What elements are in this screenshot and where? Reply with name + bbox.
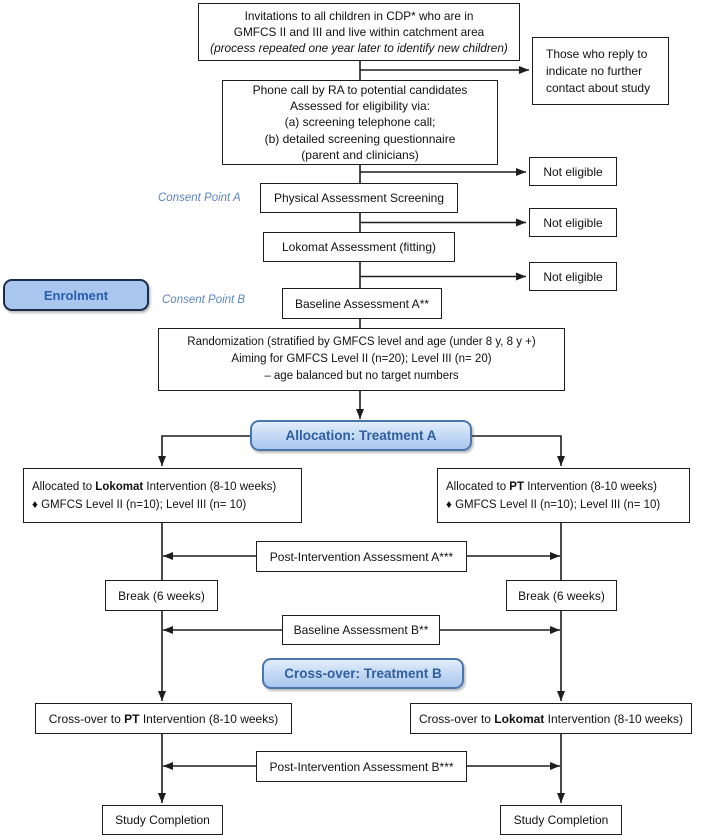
baseline-b-label: Baseline Assessment B**: [293, 623, 429, 637]
break-left-label: Break (6 weeks): [118, 588, 205, 603]
invitation-line1: Invitations to all children in CDP* who …: [244, 9, 474, 23]
lokomat-fitting-label: Lokomat Assessment (fitting): [281, 240, 437, 254]
not-eligible-box-3: Not eligible: [529, 262, 617, 291]
post-intervention-a-box: Post-Intervention Assessment A***: [256, 541, 467, 572]
randomization-line2: Aiming for GMFCS Level II (n=20); Level …: [231, 353, 492, 365]
allocated-pt-box: Allocated to PT Intervention (8-10 weeks…: [437, 468, 690, 523]
physical-assessment-label: Physical Assessment Screening: [273, 191, 445, 205]
consent-point-b-label: Consent Point B: [162, 294, 246, 306]
randomization-line1: Randomization (stratified by GMFCS level…: [187, 336, 536, 348]
allocated-pt-line1: Allocated to PT Intervention (8-10 weeks…: [446, 480, 657, 493]
post-intervention-a-label: Post-Intervention Assessment A***: [269, 549, 454, 564]
allocated-lokomat-box: Allocated to Lokomat Intervention (8-10 …: [23, 468, 302, 523]
not-eligible-label-2: Not eligible: [543, 215, 603, 230]
phone-line2: Assessed for eligibility via:: [289, 99, 431, 114]
phone-line4: (b) detailed screening questionnaire: [264, 131, 456, 146]
post-intervention-b-label: Post-Intervention Assessment B***: [269, 759, 454, 774]
enrolment-badge: Enrolment: [3, 279, 149, 311]
no-contact-line3: contact about study: [546, 80, 651, 95]
break-left-box: Break (6 weeks): [105, 580, 218, 611]
break-right-label: Break (6 weeks): [518, 588, 605, 603]
break-right-box: Break (6 weeks): [506, 580, 617, 611]
baseline-a-box: Baseline Assessment A**: [282, 288, 442, 319]
allocated-lokomat-line1: Allocated to Lokomat Intervention (8-10 …: [32, 480, 277, 493]
allocated-lokomat-line2: ♦ GMFCS Level II (n=10); Level III (n= 1…: [32, 498, 247, 511]
phone-line5: (parent and clinicians): [301, 147, 419, 162]
not-eligible-label-1: Not eligible: [543, 164, 603, 179]
physical-assessment-box: Physical Assessment Screening: [260, 183, 458, 213]
phone-line1: Phone call by RA to potential candidates: [252, 82, 468, 97]
study-completion-right-box: Study Completion: [500, 805, 622, 835]
baseline-b-box: Baseline Assessment B**: [282, 615, 440, 645]
post-intervention-b-box: Post-Intervention Assessment B***: [256, 751, 467, 782]
connector-lines: [158, 61, 565, 803]
not-eligible-box-2: Not eligible: [529, 208, 617, 237]
crossover-pt-label: Cross-over to PT Intervention (8-10 week…: [48, 711, 279, 726]
crossover-lokomat-box: Cross-over to Lokomat Intervention (8-10…: [410, 703, 692, 734]
enrolment-label: Enrolment: [43, 287, 109, 303]
no-contact-box: Those who reply to indicate no further c…: [532, 37, 669, 105]
study-completion-left-box: Study Completion: [102, 805, 223, 835]
study-completion-right-label: Study Completion: [513, 813, 609, 827]
crossover-label: Cross-over: Treatment B: [284, 666, 442, 681]
allocation-label: Allocation: Treatment A: [285, 428, 437, 443]
invitation-line3: (process repeated one year later to iden…: [210, 41, 508, 55]
crossover-badge: Cross-over: Treatment B: [262, 658, 464, 689]
no-contact-line2: indicate no further: [546, 63, 643, 78]
invitation-line2: GMFCS II and III and live within catchme…: [233, 25, 485, 39]
phone-screening-box: Phone call by RA to potential candidates…: [222, 80, 498, 165]
not-eligible-box-1: Not eligible: [529, 157, 617, 186]
study-completion-left-label: Study Completion: [115, 813, 210, 827]
crossover-lokomat-label: Cross-over to Lokomat Intervention (8-10…: [418, 711, 684, 726]
randomization-line3: – age balanced but no target numbers: [264, 370, 459, 382]
consent-point-a-label: Consent Point A: [158, 192, 241, 204]
allocation-badge: Allocation: Treatment A: [250, 420, 472, 451]
randomization-box: Randomization (stratified by GMFCS level…: [158, 328, 565, 391]
lokomat-fitting-box: Lokomat Assessment (fitting): [263, 232, 455, 262]
no-contact-line1: Those who reply to: [546, 46, 648, 61]
phone-line3: (a) screening telephone call;: [284, 115, 436, 130]
allocated-pt-line2: ♦ GMFCS Level II (n=10); Level III (n= 1…: [446, 498, 661, 511]
invitation-box: Invitations to all children in CDP* who …: [198, 3, 520, 61]
baseline-a-label: Baseline Assessment A**: [294, 296, 430, 311]
crossover-pt-box: Cross-over to PT Intervention (8-10 week…: [35, 703, 292, 734]
not-eligible-label-3: Not eligible: [543, 269, 603, 284]
